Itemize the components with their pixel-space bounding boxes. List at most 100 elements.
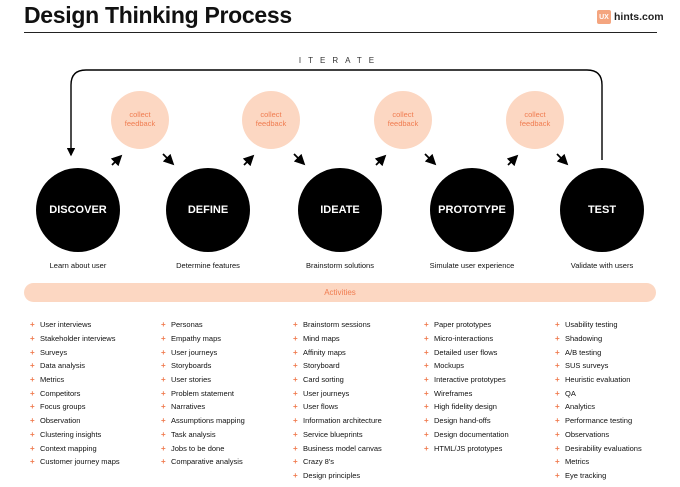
activity-item: +Analytics (555, 400, 642, 414)
activity-label: Design principles (303, 470, 361, 480)
activity-label: Storyboard (303, 361, 340, 371)
activity-label: User flows (303, 402, 339, 412)
feedback-bubble-3: collect feedback (374, 91, 432, 149)
activity-item: +Assumptions mapping (161, 414, 245, 428)
activity-label: Paper prototypes (434, 320, 492, 330)
activities-ideate-list: + Brainstorm sessions + Mind maps + Affinity … (293, 318, 382, 482)
plus-icon: + (293, 388, 298, 398)
stage-prototype: PROTOTYPE (430, 168, 514, 252)
activity-item: +Detailed user flows (424, 345, 509, 359)
activity-item: + Affinity maps (293, 345, 382, 359)
activity-label: Empathy maps (171, 334, 222, 344)
activity-item: + Business model canvas (293, 441, 382, 455)
caption-prototype: Simulate user experience (429, 261, 515, 270)
arrow-define-to-feedback (242, 154, 255, 167)
activity-label: Metrics (40, 375, 65, 385)
activity-item: +Clustering insights (30, 428, 120, 442)
activity-label: Data analysis (40, 361, 86, 371)
arrow-feedback-to-prototype (424, 153, 437, 166)
activity-item: + Heuristic evaluation (555, 373, 642, 387)
plus-icon: + (555, 443, 560, 453)
plus-icon: + (555, 347, 560, 357)
activity-item: + Storyboard (293, 359, 382, 373)
activity-label: Card sorting (303, 375, 344, 385)
page-title: Design Thinking Process (24, 2, 292, 28)
activity-label: Observation (40, 416, 81, 426)
activity-item: +Shadowing (555, 332, 642, 346)
plus-icon: + (424, 429, 429, 439)
activity-item: +Storyboards (161, 359, 245, 373)
activity-item: +Jobs to be done (161, 441, 245, 455)
activity-label: Micro-interactions (434, 334, 494, 344)
plus-icon: + (293, 347, 298, 357)
plus-icon: + (293, 443, 298, 453)
activity-label: Usability testing (565, 320, 618, 330)
plus-icon: + (161, 361, 166, 371)
plus-icon: + (424, 361, 429, 371)
plus-icon: + (555, 334, 560, 344)
activity-item: +Desirability evaluations (555, 441, 642, 455)
plus-icon: + (30, 320, 35, 330)
caption-test: Validate with users (570, 261, 634, 270)
plus-icon: + (293, 416, 298, 426)
iterate-label: ITERATE (298, 56, 382, 65)
activity-item: +Context mapping (30, 441, 120, 455)
activity-item: +Problem statement (161, 386, 245, 400)
activity-label: A/B testing (565, 347, 602, 357)
activity-item: +Focus groups (30, 400, 120, 414)
plus-icon: + (293, 457, 298, 467)
activity-label: Clustering insights (40, 429, 102, 439)
activity-label: Personas (171, 320, 203, 330)
activity-label: Mind maps (303, 334, 340, 344)
plus-icon: + (161, 416, 166, 426)
activity-item: +Interactive prototypes (424, 373, 509, 387)
plus-icon: + (293, 402, 298, 412)
activity-label: User interviews (40, 320, 92, 330)
activity-label: Jobs to be done (171, 443, 225, 453)
activity-label: Analytics (565, 402, 596, 412)
caption-discover: Learn about user (49, 261, 107, 270)
activity-item: +Empathy maps (161, 332, 245, 346)
activity-item: +Micro-interactions (424, 332, 509, 346)
activity-item: +Service blueprints (293, 428, 382, 442)
plus-icon: + (555, 470, 560, 480)
activity-item: +Data analysis (30, 359, 120, 373)
activity-item: +Competitors (30, 386, 120, 400)
activity-item: + Crazy 8's (293, 455, 382, 469)
activity-label: Heuristic evaluation (565, 375, 631, 385)
plus-icon: + (30, 334, 35, 344)
activity-item: +Observations (555, 428, 642, 442)
activity-label: Crazy 8's (303, 457, 335, 467)
activity-label: Brainstorm sessions (303, 320, 371, 330)
activity-label: Performance testing (565, 416, 633, 426)
activity-label: Design documentation (434, 429, 509, 439)
activity-item: + Mind maps (293, 332, 382, 346)
plus-icon: + (30, 457, 35, 467)
plus-icon: + (161, 347, 166, 357)
plus-icon: + (161, 388, 166, 398)
activity-label: Mockups (434, 361, 465, 371)
plus-icon: + (293, 334, 298, 344)
plus-icon: + (161, 402, 166, 412)
plus-icon: + (555, 429, 560, 439)
plus-icon: + (30, 388, 35, 398)
plus-icon: + (555, 361, 560, 371)
activity-item: +Paper prototypes (424, 318, 509, 332)
activity-item: +Narratives (161, 400, 245, 414)
activity-label: Affinity maps (303, 347, 346, 357)
plus-icon: + (30, 443, 35, 453)
activities-header: Activities (24, 283, 656, 302)
activity-label: User stories (171, 375, 212, 385)
plus-icon: + (30, 375, 35, 385)
feedback-bubble-1: collect feedback (111, 91, 169, 149)
stage-discover: DISCOVER (36, 168, 120, 252)
activity-item: +Design principles (293, 469, 382, 483)
plus-icon: + (293, 361, 298, 371)
activity-label: Customer journey maps (40, 457, 120, 467)
activity-label: Business model canvas (303, 443, 382, 453)
activity-item: +QA (555, 386, 642, 400)
activity-label: Design hand-offs (434, 416, 491, 426)
activity-item: +User journeys (161, 345, 245, 359)
activity-label: Metrics (565, 457, 590, 467)
plus-icon: + (555, 375, 560, 385)
